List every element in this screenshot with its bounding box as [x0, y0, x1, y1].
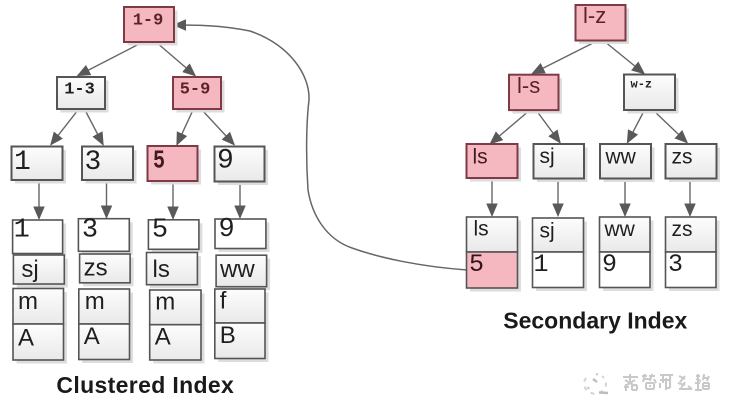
- svg-text:A: A: [18, 325, 34, 352]
- svg-text:ww: ww: [605, 146, 637, 169]
- svg-text:ls: ls: [474, 218, 489, 241]
- svg-text:ls: ls: [473, 146, 488, 169]
- svg-text:Clustered Index: Clustered Index: [56, 372, 234, 398]
- svg-text:sj: sj: [540, 220, 555, 243]
- svg-text:w-z: w-z: [631, 78, 653, 92]
- svg-text:l-s: l-s: [517, 73, 540, 98]
- svg-text:A: A: [84, 323, 100, 350]
- svg-text:1-9: 1-9: [133, 12, 164, 31]
- svg-text:B: B: [220, 322, 236, 349]
- svg-text:1: 1: [14, 216, 30, 246]
- svg-text:sj: sj: [540, 145, 555, 168]
- svg-text:1-3: 1-3: [64, 81, 95, 100]
- svg-text:5: 5: [153, 146, 165, 176]
- svg-text:ww: ww: [604, 218, 636, 241]
- svg-text:9: 9: [219, 215, 235, 245]
- svg-text:9: 9: [602, 250, 617, 279]
- svg-text:1: 1: [534, 250, 549, 279]
- svg-text:ls: ls: [153, 256, 170, 283]
- svg-text:5: 5: [469, 250, 484, 279]
- svg-text:ww: ww: [219, 256, 255, 283]
- svg-text:l-z: l-z: [583, 3, 606, 28]
- svg-text:f: f: [220, 288, 227, 315]
- svg-text:m: m: [18, 288, 38, 315]
- svg-text:zs: zs: [672, 218, 693, 241]
- svg-text:3: 3: [85, 147, 102, 178]
- svg-text:3: 3: [82, 216, 98, 246]
- svg-text:9: 9: [217, 146, 234, 177]
- svg-text:5: 5: [152, 216, 168, 246]
- svg-text:sj: sj: [21, 256, 38, 283]
- svg-text:m: m: [155, 289, 175, 316]
- svg-text:1: 1: [14, 147, 31, 178]
- svg-text:A: A: [155, 324, 171, 351]
- svg-text:zs: zs: [672, 146, 693, 169]
- svg-text:3: 3: [668, 250, 683, 279]
- svg-text:m: m: [85, 288, 105, 315]
- svg-text:5-9: 5-9: [180, 81, 211, 100]
- svg-text:Secondary Index: Secondary Index: [503, 308, 687, 334]
- svg-text:zs: zs: [84, 255, 108, 282]
